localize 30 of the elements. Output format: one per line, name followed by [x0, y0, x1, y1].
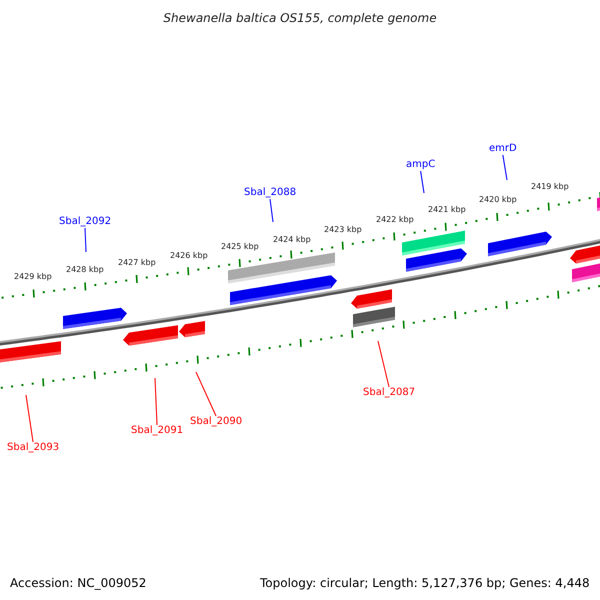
gene-label: Sbal_2090	[190, 417, 242, 427]
scale-label: 2422 kbp	[376, 216, 414, 224]
gene-label: emrD	[489, 144, 517, 154]
scale-label: 2424 kbp	[273, 236, 311, 244]
leader-line	[502, 154, 508, 180]
leader-line	[420, 170, 424, 194]
leader-line	[26, 394, 34, 442]
footer-text: Accession: NC_009052	[10, 577, 146, 589]
scale-label: 2420 kbp	[479, 196, 517, 204]
gene-label: Sbal_2093	[7, 443, 60, 453]
scale-label: 2429 kbp	[14, 273, 52, 281]
scale-label: 2427 kbp	[118, 259, 156, 267]
gene-label: ampC	[406, 160, 436, 170]
gene-label: Sbal_2091	[131, 426, 184, 436]
leader-line	[270, 198, 274, 222]
gene-label: Sbal_2087	[363, 388, 416, 398]
leader-line	[196, 372, 217, 416]
scale-label: 2428 kbp	[66, 266, 104, 274]
leader-line	[378, 340, 390, 388]
gene-label: Sbal_2088	[244, 188, 296, 198]
leader-line	[84, 228, 86, 252]
footer-text: Topology: circular; Length: 5,127,376 bp; Genes: 4,448	[260, 577, 590, 589]
scale-label: 2421 kbp	[428, 206, 466, 214]
gene-label: Sbal_2092	[59, 217, 112, 227]
chart-title: Shewanella baltica OS155, complete genome	[162, 11, 438, 25]
scale-label: 2426 kbp	[170, 252, 208, 260]
scale-label: 2423 kbp	[324, 226, 362, 234]
leader-line	[154, 378, 158, 426]
scale-label: 2419 kbp	[531, 183, 569, 191]
scale-label: 2425 kbp	[221, 243, 259, 251]
